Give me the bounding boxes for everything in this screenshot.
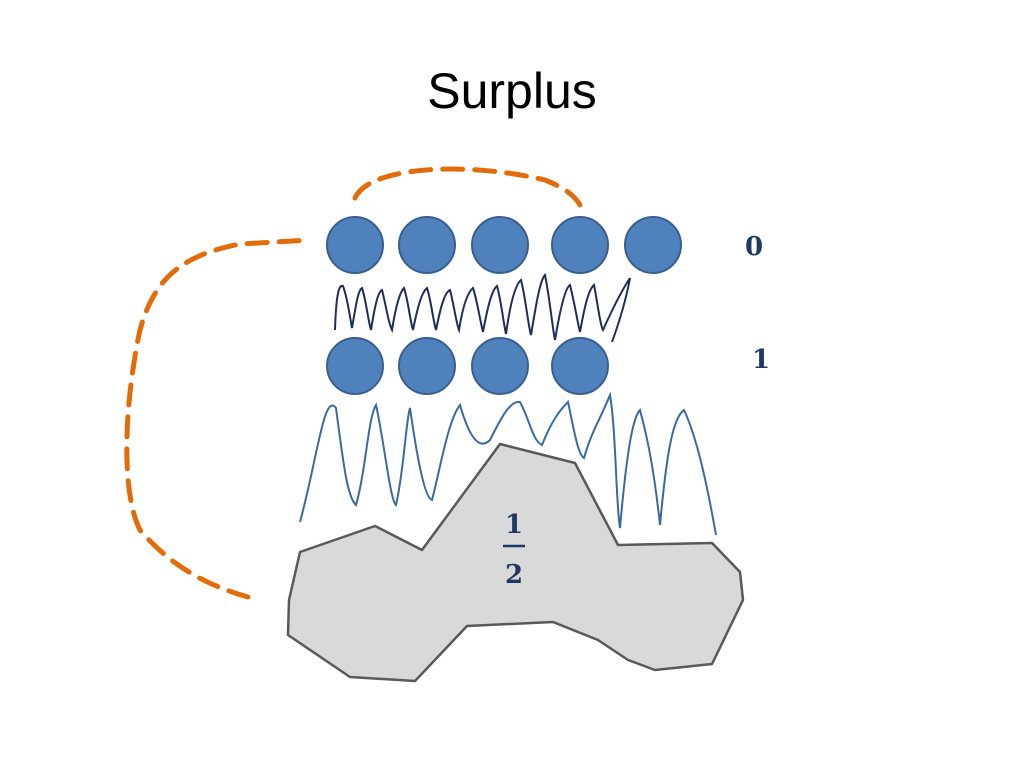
ball: [471, 337, 529, 395]
row-middle: [326, 337, 609, 395]
ball: [551, 216, 609, 274]
dashed-loop: [124, 166, 583, 600]
row-top: [326, 216, 682, 274]
substrate-blob: [286, 442, 745, 683]
spring-lower: [299, 391, 717, 536]
fraction-label: 1 2: [503, 510, 525, 590]
slide-title: Surplus: [427, 63, 597, 119]
ball: [471, 216, 529, 274]
fraction-denominator: 2: [505, 560, 523, 590]
ball: [326, 337, 384, 395]
ball: [398, 337, 456, 395]
fraction-numerator: 1: [505, 510, 523, 540]
ball: [551, 337, 609, 395]
spring-upper: [334, 272, 631, 343]
layer-label-0: 0: [745, 232, 763, 262]
ball: [326, 216, 384, 274]
ball: [398, 216, 456, 274]
layer-label-1: 1: [752, 345, 770, 375]
ball: [624, 216, 682, 274]
